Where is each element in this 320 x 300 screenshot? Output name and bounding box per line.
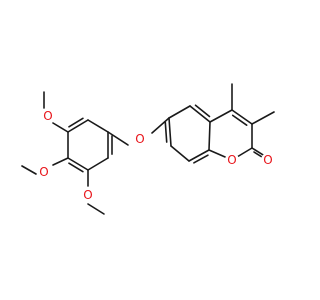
atom-label-o-ether: O	[135, 132, 144, 146]
atom-label-o-ring: O	[227, 153, 236, 167]
atom-bg-o-methoxy-mid	[37, 165, 51, 179]
molecule-structure-diagram: O O O O O O	[21, 83, 275, 215]
bond-20	[87, 157, 109, 171]
bond-22	[52, 122, 69, 133]
atom-label-layer: O O O O O O	[37, 109, 275, 202]
bond-5	[208, 121, 211, 151]
bond-25	[21, 165, 37, 175]
bond-27	[87, 203, 105, 215]
atom-label-o-methoxy-bot: O	[83, 188, 92, 202]
bond-6	[189, 105, 211, 123]
bond-8	[231, 109, 253, 125]
bond-17	[67, 119, 89, 133]
bond-7	[209, 109, 233, 123]
bond-3	[170, 145, 190, 162]
atom-bg-o-carbonyl	[261, 153, 275, 167]
bond-17-double	[68, 117, 84, 128]
bond-1	[168, 105, 191, 119]
bond-2-double	[164, 121, 168, 143]
atom-bg-o-ether	[133, 132, 147, 146]
bond-16	[87, 119, 109, 133]
bond-13	[251, 111, 275, 125]
bond-8-double	[231, 114, 248, 126]
bond-4-double	[193, 154, 209, 164]
atom-label-o-methoxy-mid: O	[39, 165, 48, 179]
bond-15	[107, 131, 129, 146]
bond-19-double	[68, 162, 84, 173]
atom-bg-o-methoxy-bot	[81, 188, 95, 202]
bond-24	[52, 157, 69, 166]
bond-19	[67, 157, 89, 171]
bond-2	[168, 117, 172, 147]
atom-label-o-methoxy-top: O	[43, 109, 52, 123]
bond-layer	[21, 83, 275, 215]
bond-6-double	[194, 104, 211, 118]
bond-14	[151, 117, 170, 134]
atom-bg-o-ring	[225, 153, 239, 167]
atom-label-o-carbonyl: O	[263, 153, 272, 167]
bond-4	[188, 149, 210, 162]
atom-bg-o-methoxy-top	[41, 109, 55, 123]
